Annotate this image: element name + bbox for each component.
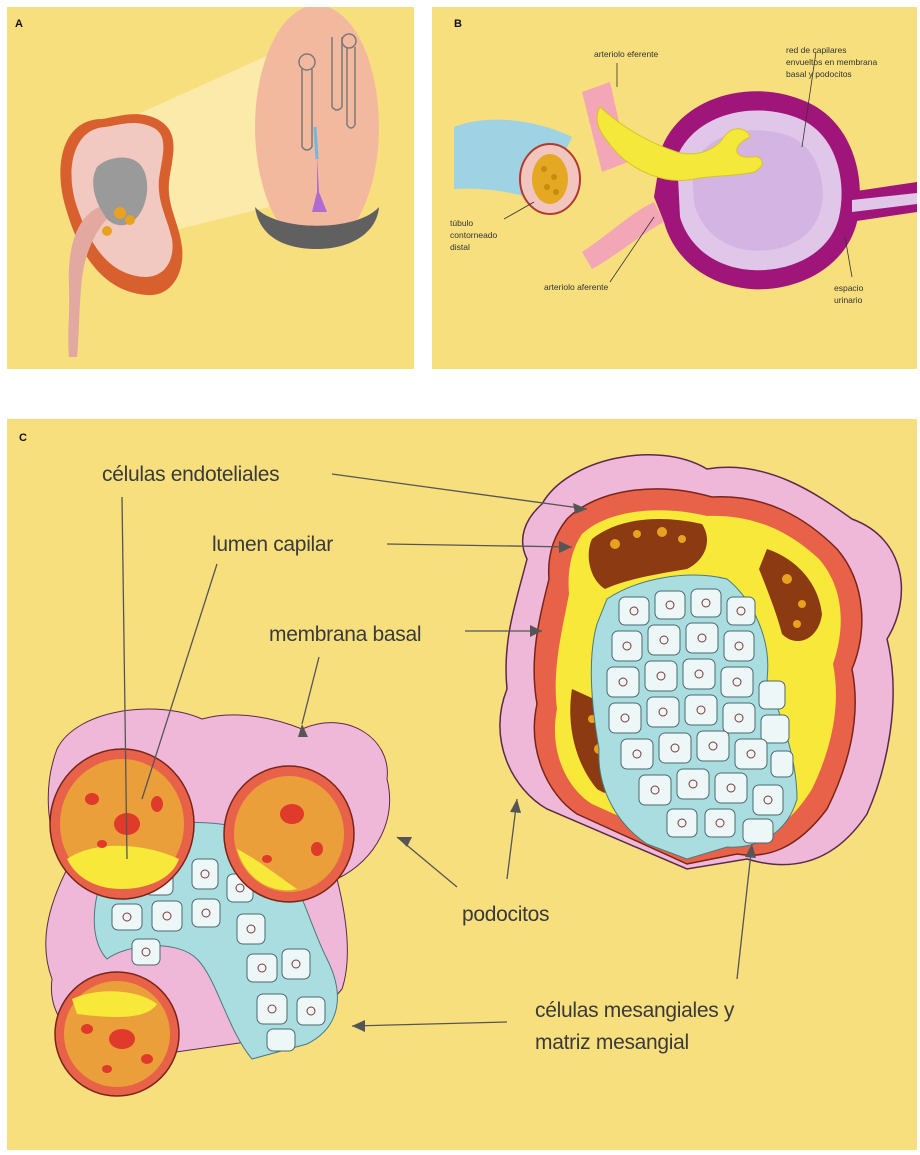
kidney-illustration: A [7, 7, 414, 369]
label-mesangial-1: células mesangiales y [535, 999, 735, 1022]
label-capillary-3: basal y podocitos [786, 69, 852, 79]
label-tubule-2: contorneado [450, 230, 498, 240]
panel-b: B arteriolo eferente red de capilar [432, 7, 917, 369]
panel-a-label: A [15, 18, 23, 30]
panel-a: A [7, 7, 414, 369]
panel-b-label: B [454, 18, 462, 30]
afferent-arteriole [582, 202, 664, 269]
label-capillary-1: red de capilares [786, 45, 846, 55]
right-glomerulus [500, 455, 902, 869]
label-podocytes: podocitos [462, 903, 549, 926]
glomerular-section-diagram: C [7, 419, 917, 1150]
label-efferent: arteriolo eferente [594, 49, 659, 59]
left-glomerulus [46, 709, 390, 1096]
label-endothelial: células endoteliales [102, 463, 279, 486]
yellow-deposit [114, 207, 126, 219]
panel-c: C [7, 419, 917, 1150]
zoom-oval [255, 7, 379, 249]
label-capillary-2: envueltos en membrana [786, 57, 877, 67]
label-tubule-1: túbulo [450, 218, 473, 228]
label-basal: membrana basal [269, 623, 421, 646]
label-urinary-1: espacio [834, 283, 864, 293]
label-tubule-3: distal [450, 242, 470, 252]
label-urinary-2: urinario [834, 295, 863, 305]
label-mesangial-2: matriz mesangial [535, 1031, 689, 1054]
panel-c-label: C [19, 432, 27, 444]
label-lumen: lumen capilar [212, 533, 333, 556]
glomerulus-diagram: B arteriolo eferente red de capilar [432, 7, 917, 369]
label-afferent: arteriolo aferente [544, 282, 609, 292]
